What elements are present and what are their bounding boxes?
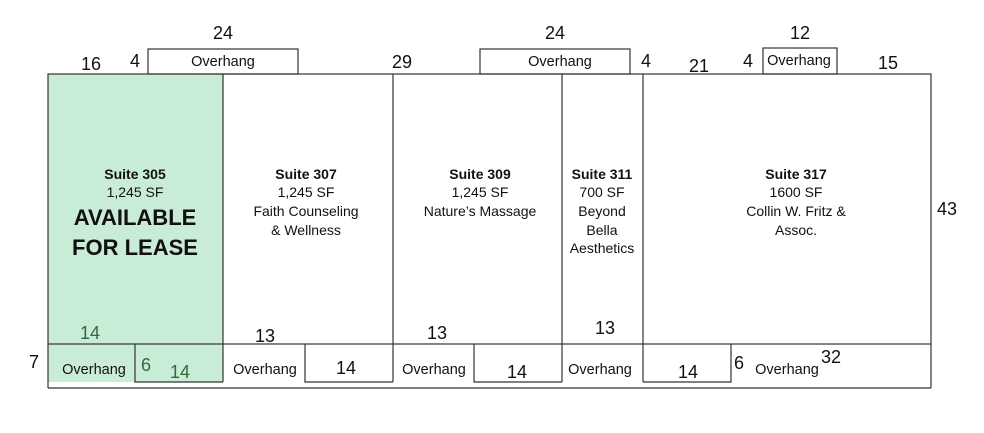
dim-top-4c: 4 [743,51,753,71]
dim-top-16: 16 [81,54,101,74]
top-overhang-2 [479,48,631,75]
overhang-label-bottom-317: Overhang [755,362,819,378]
suite-309: Suite 309 1,245 SF Nature’s Massage [424,166,537,219]
dim-top-4b: 4 [641,51,651,71]
dim-317-32: 32 [821,347,841,367]
step-309 [473,344,562,383]
overhang-label-top-1: Overhang [191,54,255,70]
suite-309-area: 1,245 SF [452,184,509,200]
suite-305-status-line1: AVAILABLE [74,205,197,230]
suite-309-name: Suite 309 [449,166,511,182]
suite-309-tenant-line1: Nature’s Massage [424,203,537,219]
dim-307-13: 13 [255,326,275,346]
step-307 [304,344,393,383]
dim-305-step-14: 14 [170,362,190,382]
suite-307-area: 1,245 SF [278,184,335,200]
dim-309-13: 13 [427,323,447,343]
suite-305-name: Suite 305 [104,166,166,182]
dim-top-29: 29 [392,52,412,72]
dim-top-15: 15 [878,53,898,73]
dim-307-14: 14 [336,358,356,378]
overhang-label-top-2: Overhang [528,54,592,70]
suite-311-area: 700 SF [579,184,624,200]
overhang-label-bottom-311: Overhang [568,362,632,378]
overhang-label-top-3: Overhang [767,53,831,69]
dim-top-overhang-3: 12 [790,23,810,43]
dim-317-6: 6 [734,353,744,373]
dim-top-overhang-1: 24 [213,23,233,43]
suite-307: Suite 307 1,245 SF Faith Counseling & We… [253,166,358,238]
suite-305-status-line2: FOR LEASE [72,235,198,260]
suite-307-tenant-line1: Faith Counseling [253,203,358,219]
suite-311-tenant-line2: Bella [586,222,617,238]
dim-top-overhang-2: 24 [545,23,565,43]
suite-311-name: Suite 311 [572,166,633,182]
overhang-label-bottom-309: Overhang [402,362,466,378]
dim-top-21: 21 [689,56,709,76]
dim-305-inner-14: 14 [80,323,100,343]
suite-305-area: 1,245 SF [107,184,164,200]
suite-311-tenant-line1: Beyond [578,203,625,219]
dim-309-14: 14 [507,362,527,382]
overhang-label-bottom-307: Overhang [233,362,297,378]
dim-317-14: 14 [678,362,698,382]
dim-top-4a: 4 [130,51,140,71]
top-overhang-1 [147,48,299,75]
dim-left-7: 7 [29,352,39,372]
step-317 [643,344,732,383]
suite-317-name: Suite 317 [765,166,827,182]
suite-305: Suite 305 1,245 SF AVAILABLE FOR LEASE [72,166,198,260]
overhang-label-bottom-305: Overhang [62,362,126,378]
suite-307-name: Suite 307 [275,166,337,182]
suite-307-tenant-line2: & Wellness [271,222,341,238]
suite-317: Suite 317 1600 SF Collin W. Fritz & Asso… [746,166,846,238]
top-overhang-3 [762,47,838,75]
suite-311: Suite 311 700 SF Beyond Bella Aesthetics [570,166,635,256]
dim-right-43: 43 [937,199,957,219]
suite-317-tenant-line2: Assoc. [775,222,817,238]
suite-317-tenant-line1: Collin W. Fritz & [746,203,846,219]
dim-311-13: 13 [595,318,615,338]
step-305 [134,344,223,383]
suite-311-tenant-line3: Aesthetics [570,240,635,256]
suite-317-area: 1600 SF [770,184,823,200]
dim-305-step-6: 6 [141,355,151,375]
suite-305-fill [48,74,223,382]
